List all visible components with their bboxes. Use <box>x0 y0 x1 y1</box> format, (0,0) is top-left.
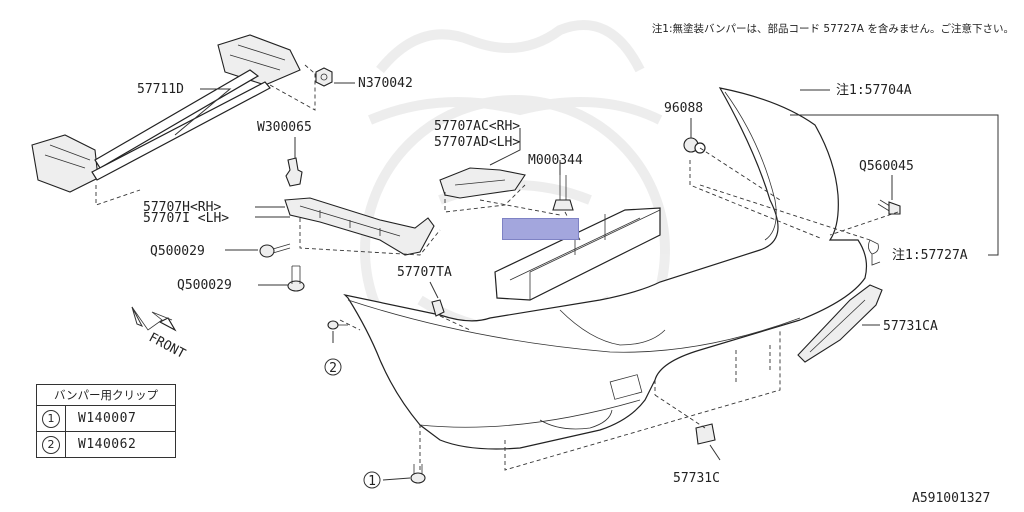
part-57707TA-clip[interactable] <box>431 299 445 317</box>
label-57707H: 57707H<RH> <box>143 200 221 215</box>
label-96088: 96088 <box>664 101 703 116</box>
clip-table-row: 1 W140007 <box>37 406 175 432</box>
label-N370042: N370042 <box>358 76 413 91</box>
clip-table-num-cell: 2 <box>37 432 66 457</box>
label-Q500029-a: Q500029 <box>150 244 205 259</box>
label-57707AC: 57707AC<RH> <box>434 119 520 134</box>
label-W300065: W300065 <box>257 120 312 135</box>
part-57711D-reinforcement[interactable] <box>31 34 301 193</box>
label-M000344: M000344 <box>528 153 583 168</box>
clip-callout-1-part[interactable] <box>410 464 426 484</box>
callout-2: 2 <box>324 358 342 376</box>
label-57731C: 57731C <box>673 471 720 486</box>
part-57704A-bumper-cover[interactable] <box>343 87 868 450</box>
part-57731C-cap[interactable] <box>695 423 716 445</box>
label-57731CA: 57731CA <box>883 319 938 334</box>
part-Q500029-screw-a[interactable] <box>259 243 291 258</box>
clip-table-title: バンパー用クリップ <box>37 385 175 406</box>
clip-callout-2-part[interactable] <box>327 320 348 330</box>
part-M000344-screw[interactable] <box>552 175 574 211</box>
label-Q500029-b: Q500029 <box>177 278 232 293</box>
callout-2-text: 2 <box>329 361 337 376</box>
label-57704A: 注1:57704A <box>836 83 912 98</box>
part-96088-clip[interactable] <box>683 137 706 154</box>
part-N370042-nut[interactable] <box>315 67 333 87</box>
part-Q500029-screw-b[interactable] <box>287 265 305 292</box>
part-57727A-hook[interactable] <box>868 239 881 266</box>
label-57711D: 57711D <box>137 82 184 97</box>
front-direction-arrow <box>131 306 177 332</box>
callout-1-text: 1 <box>368 474 376 489</box>
label-57707I: 57707I <LH> <box>143 211 229 226</box>
label-57707AD: 57707AD<LH> <box>434 135 520 150</box>
part-57731CA-trim[interactable] <box>797 284 883 363</box>
clip-code[interactable]: W140062 <box>78 437 137 452</box>
diagram-id: A591001327 <box>912 491 990 506</box>
label-57707TA: 57707TA <box>397 265 452 280</box>
part-W300065-clip[interactable] <box>285 157 303 187</box>
clip-table-num-cell: 1 <box>37 406 66 431</box>
part-Q560045-screw[interactable] <box>877 199 901 215</box>
header-note: 注1:無塗装バンパーは、部品コード 57727A を含みません。ご注意下さい。 <box>652 22 1014 35</box>
part-57707H-bracket[interactable] <box>284 197 435 256</box>
label-Q560045: Q560045 <box>859 159 914 174</box>
highlighted-part-marker[interactable] <box>502 218 579 240</box>
label-57727A: 注1:57727A <box>892 248 968 263</box>
clip-reference-table: バンパー用クリップ 1 W140007 2 W140062 <box>36 384 176 458</box>
callout-1: 1 <box>363 471 381 489</box>
clip-number: 2 <box>42 436 60 454</box>
front-label: FRONT <box>146 330 188 362</box>
part-energy-absorber[interactable] <box>494 207 661 301</box>
clip-table-row: 2 W140062 <box>37 432 175 457</box>
clip-code[interactable]: W140007 <box>78 411 137 426</box>
part-57707AC-bracket[interactable] <box>439 167 526 199</box>
clip-number: 1 <box>42 410 60 428</box>
